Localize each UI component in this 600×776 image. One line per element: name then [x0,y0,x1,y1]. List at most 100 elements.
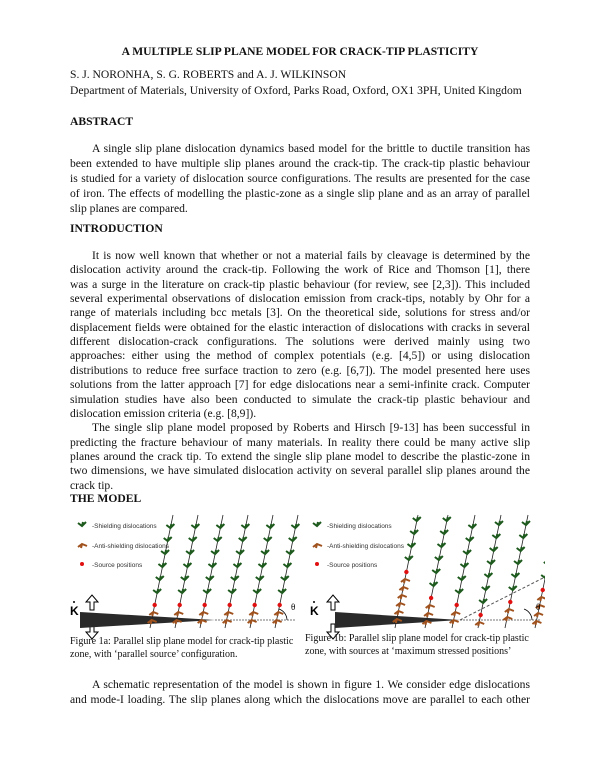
k-dot-label: K [70,604,79,618]
antishielding-dislocation-icon [504,607,515,614]
shielding-dislocation-icon [494,520,504,527]
caption-line: Figure 1b: Parallel slip plane model for… [305,633,529,644]
antishielding-dislocation-icon [172,618,182,625]
text-line: The single slip plane model proposed by … [92,421,530,435]
caption-line: zone, with ‘parallel source’ configurati… [70,648,238,660]
shielding-dislocation-icon [412,516,422,523]
shielding-dislocation-icon [157,562,168,569]
shielding-dislocation-icon [152,588,162,595]
shielding-dislocation-icon [521,520,531,527]
shielding-dislocation-icon [155,575,165,582]
figure-1b: -Shielding dislocations-Anti-shielding d… [310,514,545,640]
source-position [277,602,282,608]
slip-plane-line [149,514,174,629]
antishielding-dislocation-icon [398,585,409,592]
text-line: slip planes are compared. [70,202,188,215]
antishielding-dislocation-icon [273,610,284,617]
source-position [478,612,483,618]
shielding-dislocation-icon [238,536,248,543]
antishielding-dislocation-icon [474,620,485,627]
shielding-dislocation-icon [255,575,265,582]
text-line: dislocation emission criteria (e.g. [8,9… [70,406,257,420]
shielding-dislocation-icon [265,523,276,530]
text-line: of iron. The effects of modelling the pl… [70,187,530,200]
text-line: distributions to reduce free surface tra… [70,363,530,377]
shielding-dislocation-icon [190,523,201,530]
shielding-dislocation-icon [277,588,287,595]
crack-wedge [80,612,215,628]
slip-plane-line [199,514,224,629]
shielding-dislocation-icon [431,568,441,575]
shielding-dislocation-icon [510,572,521,579]
text-line: crack tip. [70,478,114,492]
antishielding-dislocation-icon [531,619,542,626]
text-line: A schematic representation of the model … [92,678,530,691]
legend-source-icon [80,562,84,566]
text-line: range of materials including bcc metals … [70,306,530,320]
max-stress-line [459,577,544,621]
antishielding-dislocation-icon [222,618,232,625]
shielding-dislocation-icon [457,575,467,582]
arrow-up-icon [84,594,100,611]
shielding-dislocation-icon [428,581,439,588]
theta-arc [523,608,533,621]
abstract-heading: ABSTRACT [70,115,134,128]
shielding-dislocation-icon [240,523,251,530]
shielding-dislocation-icon [491,533,502,540]
shielding-dislocation-icon [177,588,187,595]
shielding-dislocation-icon [165,523,176,530]
shielding-dislocation-icon [465,536,475,543]
shielding-dislocation-icon [290,523,301,530]
antishielding-dislocation-icon [425,603,436,610]
slip-plane-line [249,514,274,629]
antishielding-dislocation-icon [535,603,545,610]
k-dot-label: K [310,604,319,618]
shielding-dislocation-icon [257,562,268,569]
source-position [454,602,459,608]
legend-antishielding: -Anti-shielding dislocations [92,543,170,550]
legend-antishielding: -Anti-shielding dislocations [327,543,405,550]
shielding-dislocation-icon [508,585,518,592]
antishielding-dislocation-icon [77,542,88,549]
theta-label: θ [291,602,295,612]
text-line: displacement fields were obtained for th… [70,320,530,334]
source-position [404,569,409,575]
shielding-dislocation-icon [540,574,545,580]
arrow-up-icon [325,594,341,611]
shielding-dislocation-icon [486,559,496,566]
legend-source-icon [315,562,319,566]
antishielding-dislocation-icon [147,618,157,625]
caption-line: zone, with sources at ‘maximum stressed … [305,645,512,657]
antishielding-dislocation-icon [502,615,513,622]
antishielding-dislocation-icon [148,610,159,617]
antishielding-dislocation-icon [400,577,411,584]
shielding-dislocation-icon [230,575,240,582]
shielding-dislocation-icon [462,549,472,556]
antishielding-dislocation-icon [450,610,461,617]
slip-plane-line [224,514,249,629]
model-heading: THE MODEL [70,492,142,505]
source-position [428,595,434,601]
source-position [508,599,513,605]
antishielding-dislocation-icon [223,610,234,617]
shielding-dislocation-icon [467,523,478,530]
shielding-dislocation-icon [207,562,218,569]
antishielding-dislocation-icon [312,542,323,549]
caption-line: Figure 1a: Parallel slip plane model for… [70,636,294,647]
shielding-dislocation-icon [160,549,170,556]
introduction-heading: INTRODUCTION [70,222,163,235]
figure-1b-caption: Figure 1b: Parallel slip plane model for… [305,633,529,658]
shielding-dislocation-icon [180,575,190,582]
source-position [540,587,545,593]
antishielding-dislocation-icon [536,595,545,602]
shielding-dislocation-icon [227,588,237,595]
legend-sources: -Source positions [92,562,143,569]
legend-shielding: -Shielding dislocations [92,523,157,530]
source-position [152,602,157,608]
slip-plane-line [477,514,502,629]
slip-plane-line [274,514,299,629]
shielding-dislocation-icon [280,575,290,582]
figure-1a: -Shielding dislocations -Anti-shielding d… [70,514,301,640]
slip-plane-line [534,576,545,629]
text-line: two dimensions, we have simulated disloc… [70,464,530,478]
